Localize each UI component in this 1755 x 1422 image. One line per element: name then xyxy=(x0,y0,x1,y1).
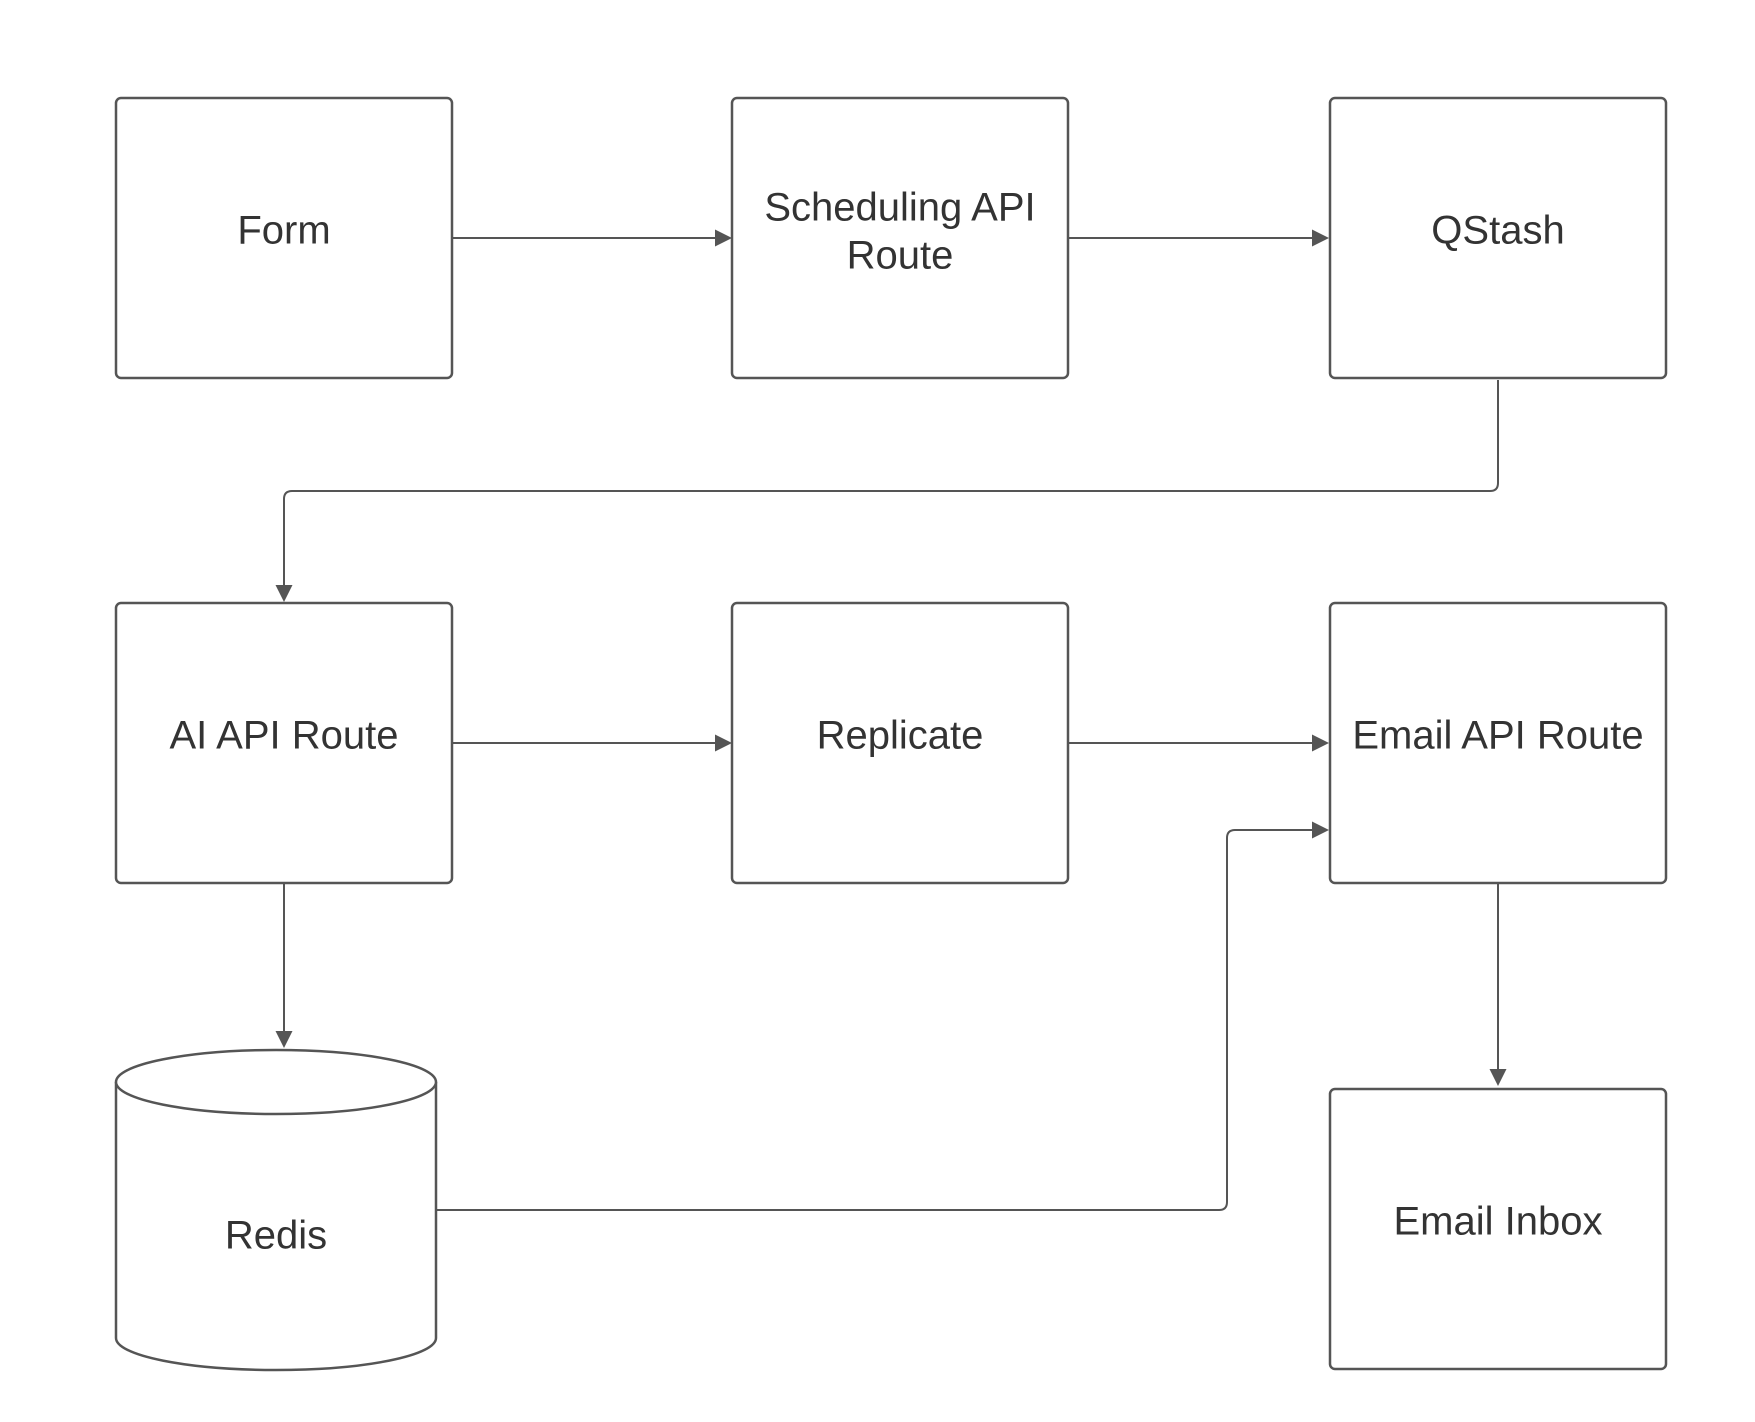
node-form-label: Form xyxy=(237,209,330,253)
node-replicate: Replicate xyxy=(730,601,1070,885)
edge-email-api-to-inbox xyxy=(1489,884,1507,1086)
node-redis-label: Redis xyxy=(225,1214,327,1258)
node-scheduling-label-line1: Scheduling API xyxy=(764,186,1035,230)
edges xyxy=(275,229,1507,1211)
nodes: Form Scheduling API Route QStash AI API … xyxy=(114,96,1668,1372)
edge-scheduling-to-qstash xyxy=(1068,229,1329,247)
node-scheduling-label-line2: Route xyxy=(847,234,954,278)
redis-cylinder-top xyxy=(114,1048,438,1116)
node-qstash: QStash xyxy=(1328,96,1668,380)
node-replicate-label: Replicate xyxy=(817,714,984,758)
edge-qstash-to-ai xyxy=(275,380,1499,602)
edge-form-to-scheduling xyxy=(453,229,732,247)
node-form: Form xyxy=(114,96,454,380)
edge-replicate-to-email-api xyxy=(1068,734,1329,752)
node-qstash-label: QStash xyxy=(1431,209,1564,253)
edge-redis-to-email-api xyxy=(435,821,1329,1211)
node-scheduling-api-route: Scheduling API Route xyxy=(730,96,1070,380)
node-email-api-route: Email API Route xyxy=(1328,601,1668,885)
node-inbox-label: Email Inbox xyxy=(1394,1200,1603,1244)
redis-cylinder-body xyxy=(114,1082,438,1372)
edge-ai-to-replicate xyxy=(453,734,732,752)
node-email-inbox: Email Inbox xyxy=(1328,1087,1668,1371)
node-redis: Redis xyxy=(114,1048,438,1372)
node-email-api-label: Email API Route xyxy=(1352,714,1643,758)
edge-ai-to-redis xyxy=(275,884,293,1048)
node-ai-label: AI API Route xyxy=(169,714,398,758)
node-ai-api-route: AI API Route xyxy=(114,601,454,885)
